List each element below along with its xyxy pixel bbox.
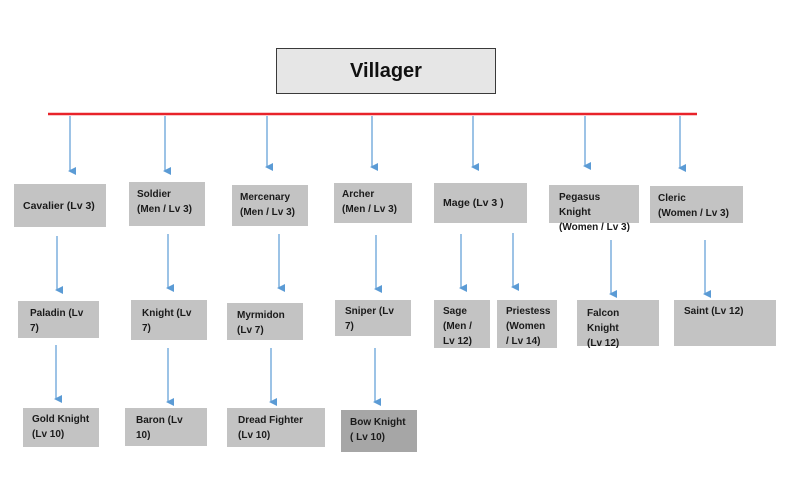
- node-baron: Baron (Lv 10): [125, 408, 207, 446]
- node-soldier: Soldier (Men / Lv 3): [129, 182, 205, 226]
- node-priestess: Priestess (Women / Lv 14): [497, 300, 557, 348]
- node-myrmidon: Myrmidon (Lv 7): [227, 303, 303, 340]
- node-sage: Sage (Men / Lv 12): [434, 300, 490, 348]
- arrows: [54, 116, 711, 406]
- node-sniper: Sniper (Lv 7): [335, 300, 411, 336]
- node-bow-knight: Bow Knight ( Lv 10): [341, 410, 417, 452]
- node-cleric: Cleric (Women / Lv 3): [650, 186, 743, 223]
- node-pegasus-knight: Pegasus Knight (Women / Lv 3): [549, 185, 639, 233]
- node-dread-fighter: Dread Fighter (Lv 10): [227, 408, 325, 447]
- node-archer: Archer (Men / Lv 3): [334, 183, 412, 223]
- root-node-villager: Villager: [276, 48, 496, 94]
- node-paladin: Paladin (Lv 7): [18, 301, 99, 338]
- node-mercenary: Mercenary (Men / Lv 3): [232, 185, 308, 226]
- node-falcon-knight: Falcon Knight (Lv 12): [577, 300, 659, 349]
- node-mage: Mage (Lv 3 ): [434, 183, 527, 223]
- node-saint: Saint (Lv 12): [674, 300, 776, 346]
- node-knight: Knight (Lv 7): [131, 300, 207, 340]
- node-cavalier: Cavalier (Lv 3): [14, 184, 106, 227]
- node-gold-knight: Gold Knight (Lv 10): [23, 408, 99, 447]
